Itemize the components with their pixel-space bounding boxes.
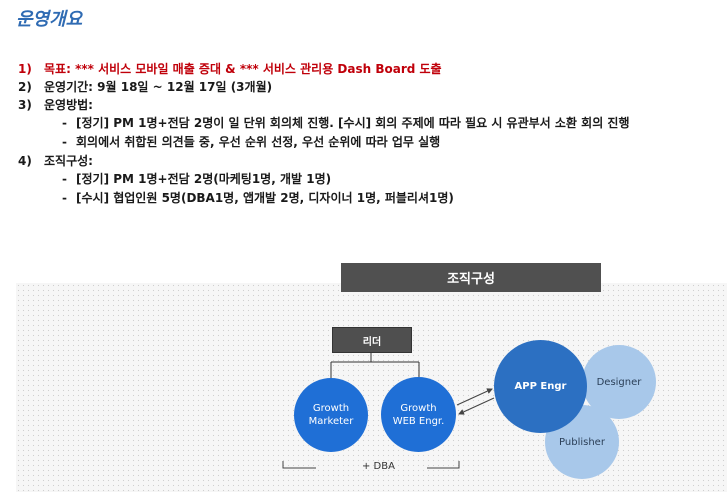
bullet-text: 회의에서 취합된 의견들 중, 우선 순위 선정, 우선 순위에 따라 업무 실… bbox=[76, 135, 441, 149]
item-text: *** 서비스 모바일 매출 증대 & *** 서비스 관리용 Dash Boa… bbox=[70, 62, 442, 76]
item-label: 조직구성: bbox=[44, 154, 93, 168]
bullet-text: [정기] PM 1명+전담 2명(마케팅1명, 개발 1명) bbox=[76, 172, 332, 186]
page-title: 운영개요 bbox=[16, 9, 83, 30]
item-number: 4) bbox=[18, 154, 32, 168]
bullet-dash: - bbox=[62, 191, 67, 205]
item-number: 1) bbox=[18, 62, 32, 76]
app-engr-circle: APP Engr bbox=[494, 340, 587, 433]
item-label: 운영기간: bbox=[44, 80, 93, 94]
arrow-to-app bbox=[456, 388, 493, 406]
bullet-text: [정기] PM 1명+전담 2명이 일 단위 회의체 진행. [수시] 회의 주… bbox=[76, 116, 630, 130]
growth-web-engr-circle: Growth WEB Engr. bbox=[381, 377, 456, 452]
leader-box: 리더 bbox=[332, 327, 412, 353]
bullet-dash: - bbox=[62, 135, 67, 149]
arrow-to-web bbox=[458, 397, 495, 415]
growth-marketer-circle: Growth Marketer bbox=[294, 378, 368, 452]
bullet-dash: - bbox=[62, 116, 67, 130]
item-number: 3) bbox=[18, 98, 32, 112]
dba-label: + DBA bbox=[362, 461, 395, 472]
dba-bracket-right bbox=[427, 461, 460, 469]
item-number: 2) bbox=[18, 80, 32, 94]
dba-bracket-left bbox=[282, 461, 316, 469]
item-label: 목표: bbox=[44, 62, 71, 76]
bullet-text: [수시] 협업인원 5명(DBA1명, 앱개발 2명, 디자이너 1명, 퍼블리… bbox=[76, 191, 454, 205]
item-label: 운영방법: bbox=[44, 98, 93, 112]
org-chart-header: 조직구성 bbox=[341, 263, 601, 292]
item-text: 9월 18일 ~ 12월 17일 (3개월) bbox=[92, 80, 273, 94]
bullet-dash: - bbox=[62, 172, 67, 186]
